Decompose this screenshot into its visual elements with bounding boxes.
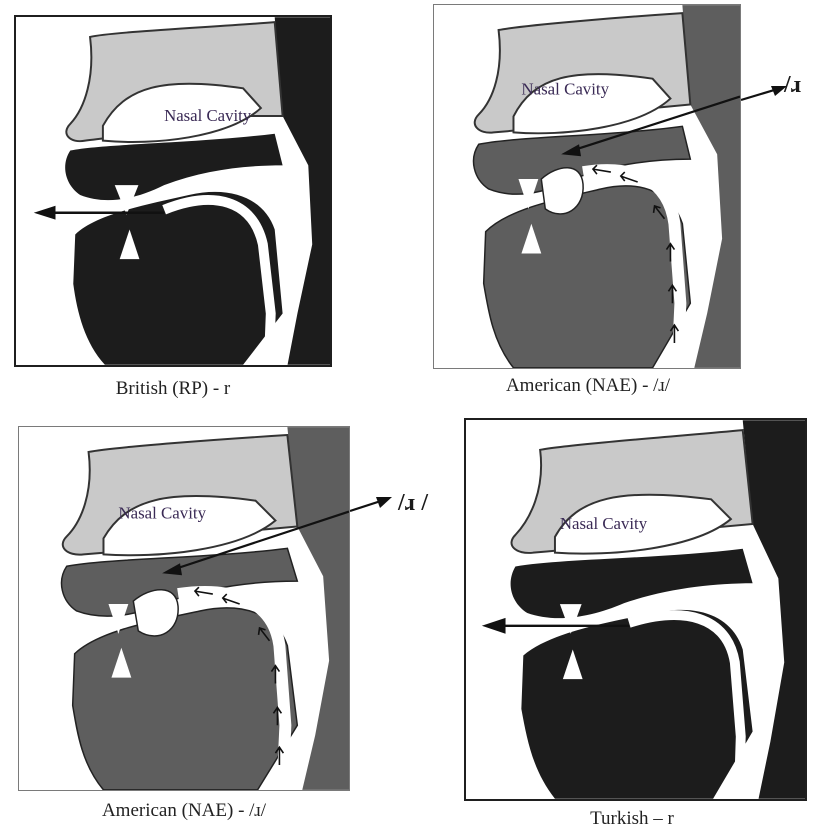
airflow-arrowhead [482, 618, 506, 634]
caption-turkish: Turkish – r [590, 808, 674, 830]
caption-american-top: American (NAE) - /ɹ/ [506, 375, 670, 397]
pharynx-wall [682, 5, 740, 368]
tongue [521, 610, 752, 799]
caption-british: British (RP) - r [116, 378, 231, 400]
nasal-cavity-label: Nasal Cavity [118, 504, 206, 523]
vocal-tract-diagram-british: Nasal Cavity [16, 17, 330, 365]
diagram-frame-american-bottom: Nasal Cavity [18, 426, 350, 791]
pointer-arrow-extension [350, 490, 400, 530]
upper-jaw [511, 549, 753, 618]
vocal-tract-diagram-american-top: Nasal Cavity [434, 5, 740, 368]
diagram-frame-american-top: Nasal Cavity [433, 4, 741, 369]
nasal-cavity-label: Nasal Cavity [164, 106, 252, 125]
pharynx-wall [287, 427, 349, 790]
retroflex-tongue-tip [133, 590, 178, 636]
vocal-tract-diagram-american-bottom: Nasal Cavity [19, 427, 349, 790]
tongue [73, 608, 298, 790]
phonetic-symbol-american-top: /ɹ [784, 72, 801, 99]
nasal-cavity-label: Nasal Cavity [560, 514, 648, 533]
nasal-cavity-label: Nasal Cavity [521, 80, 609, 99]
phonetic-symbol-american-bottom: /ɹ / [398, 490, 428, 517]
upper-teeth [560, 604, 582, 634]
caption-american-bottom: American (NAE) - /ɹ/ [102, 800, 266, 822]
upper-jaw [65, 134, 282, 200]
pharynx-wall [743, 420, 805, 799]
retroflex-tongue-tip [541, 168, 583, 214]
vocal-tract-diagram-turkish: Nasal Cavity [466, 420, 805, 799]
diagram-frame-british: Nasal Cavity [14, 15, 332, 367]
pharynx-wall [275, 17, 330, 365]
airflow-arrowhead [34, 206, 56, 220]
diagram-frame-turkish: Nasal Cavity [464, 418, 807, 801]
